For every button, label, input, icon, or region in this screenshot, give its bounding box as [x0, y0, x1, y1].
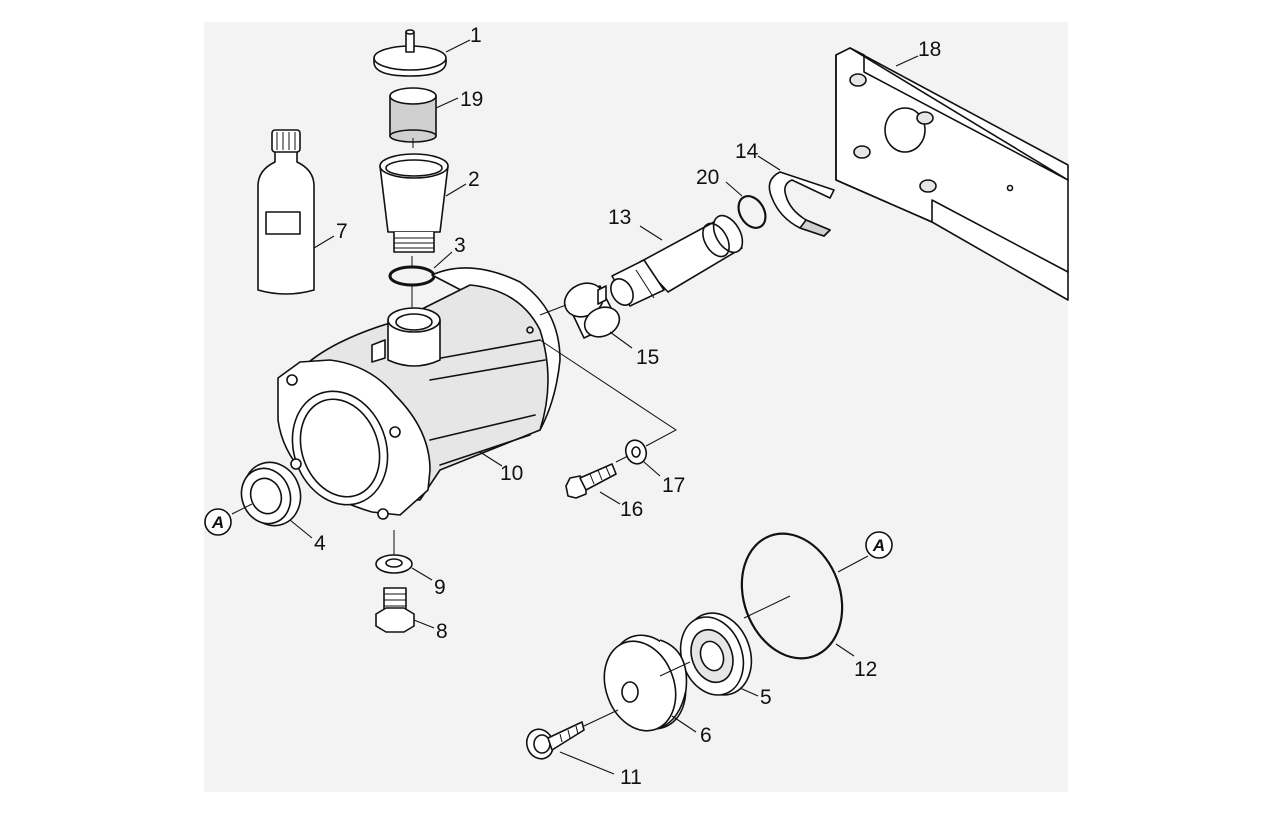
part-17-washer — [539, 339, 677, 477]
part-18-mounting-plate — [835, 47, 1069, 301]
part-19-filter — [389, 87, 459, 148]
part-7-oil-bottle — [257, 129, 335, 295]
part-13-piston — [610, 214, 744, 307]
reference-a-right: A — [865, 531, 893, 559]
callout-labels: 1 19 2 3 7 18 14 20 13 15 10 17 16 4 9 8… — [314, 24, 941, 789]
callout-7: 7 — [336, 220, 348, 243]
part-15-sleeve — [539, 282, 633, 349]
part-6-pulley — [603, 634, 697, 733]
reference-a-left: A — [204, 508, 232, 536]
callout-13: 13 — [608, 206, 631, 229]
part-8-drain-plug — [375, 587, 435, 633]
part-1-cap — [373, 29, 471, 77]
callout-8: 8 — [436, 620, 448, 643]
callout-16: 16 — [620, 498, 643, 521]
callout-12: 12 — [854, 658, 877, 681]
callout-4: 4 — [314, 532, 326, 555]
callout-17: 17 — [662, 474, 685, 497]
reference-a-left-label: A — [211, 513, 224, 532]
reference-a-right-label: A — [872, 536, 885, 555]
callout-19: 19 — [460, 88, 483, 111]
callout-6: 6 — [700, 724, 712, 747]
callout-14: 14 — [735, 140, 759, 163]
callout-10: 10 — [500, 462, 523, 485]
callout-20: 20 — [696, 166, 719, 189]
part-2-filter-cup — [379, 153, 467, 253]
part-12-large-o-ring — [740, 532, 869, 660]
callout-5: 5 — [760, 686, 772, 709]
callout-18: 18 — [918, 38, 941, 61]
callout-2: 2 — [468, 168, 480, 191]
callout-3: 3 — [454, 234, 466, 257]
part-16-bolt — [565, 463, 621, 505]
part-9-washer — [375, 530, 433, 581]
part-5-bearing — [679, 595, 791, 697]
callout-11: 11 — [620, 766, 642, 789]
part-14-clip — [757, 155, 835, 237]
part-20-o-ring — [725, 181, 767, 229]
part-11-screw — [525, 709, 619, 775]
part-4-seal-ring — [231, 461, 313, 539]
callout-1: 1 — [470, 24, 482, 47]
callout-9: 9 — [434, 576, 446, 599]
callout-15: 15 — [636, 346, 659, 369]
part-10-housing — [277, 267, 561, 520]
